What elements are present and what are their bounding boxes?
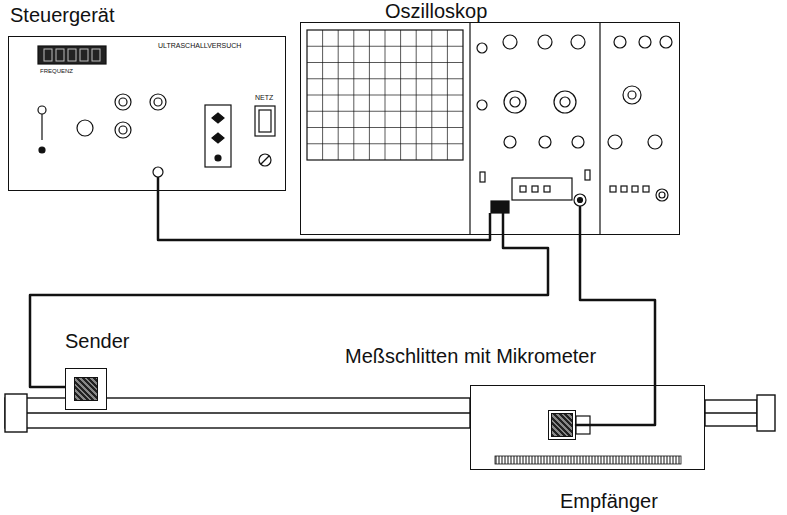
outline (65, 368, 107, 410)
panel-label: FREQUENZ (40, 68, 73, 75)
knob (150, 94, 166, 110)
device-label: Steuergerät (10, 4, 115, 26)
toggle (38, 106, 46, 114)
screw (259, 154, 271, 166)
output-jack (153, 167, 163, 177)
part-label: Empfänger (560, 490, 658, 512)
transmitter: Sender (65, 330, 145, 410)
amplifier-panel (205, 105, 231, 167)
part-label: Meßschlitten mit Mikrometer (345, 345, 596, 367)
t-connector (491, 201, 509, 213)
knob (77, 120, 93, 136)
panel-title: ULTRASCHALLVERSUCH (158, 42, 241, 50)
outline (300, 22, 680, 235)
screen (307, 30, 463, 160)
input-jack (574, 194, 586, 206)
rail (5, 394, 775, 432)
measuring-slide: Meßschlitten mit MikrometerEmpfänger (345, 345, 707, 472)
transducer (74, 377, 98, 401)
display (38, 46, 106, 64)
power-switch (255, 106, 275, 136)
device-label: Oszilloskop (385, 0, 487, 22)
oscilloscope: Oszilloskop (300, 0, 680, 235)
outline (8, 36, 286, 191)
micrometer-scale (495, 456, 681, 464)
panel-label: NETZ (255, 94, 273, 102)
cable-stub (157, 177, 160, 191)
cable (576, 235, 655, 425)
knob (115, 122, 131, 138)
screen-grid (307, 30, 463, 160)
cable (158, 191, 490, 240)
display-digits (44, 49, 100, 61)
control-unit: SteuergerätULTRASCHALLVERSUCH FREQUENZ NET… (8, 4, 288, 192)
oscilloscope-panel (307, 22, 672, 235)
outline (548, 410, 576, 440)
transducer (551, 413, 573, 437)
receiver: Empfänger (548, 410, 576, 440)
part-label: Sender (65, 330, 130, 352)
knob (115, 94, 131, 110)
control-panel (38, 46, 275, 191)
outline (470, 385, 705, 470)
